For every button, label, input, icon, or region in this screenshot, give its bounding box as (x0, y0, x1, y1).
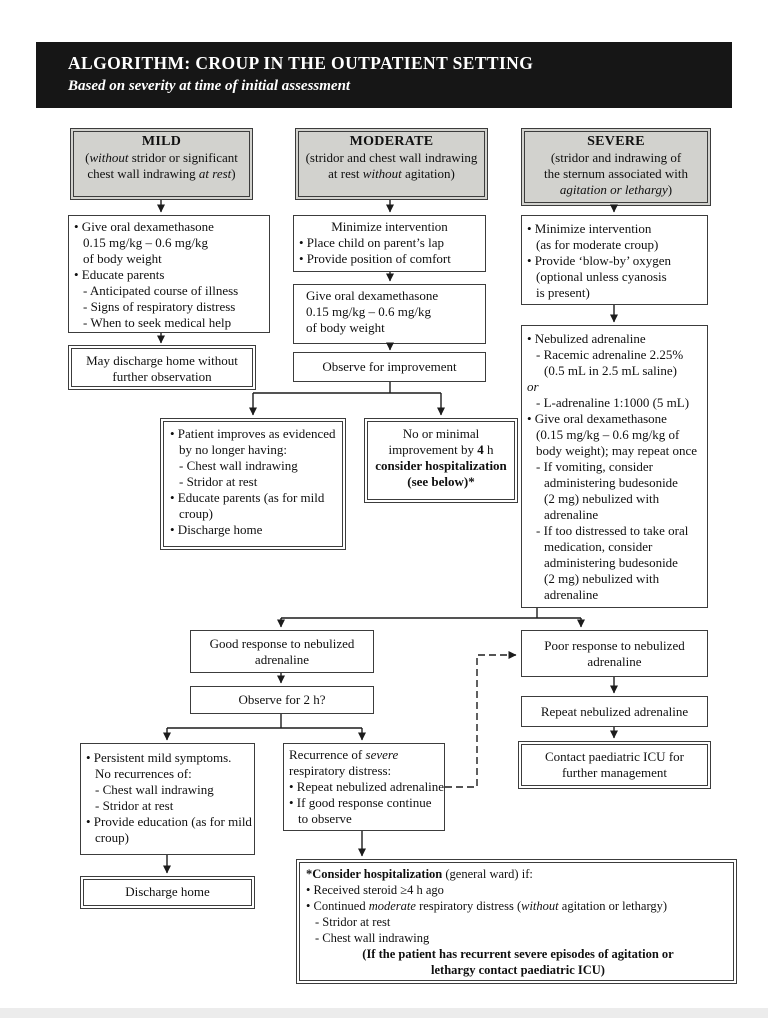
scan-artifact-strip (0, 1008, 768, 1018)
moderate-header-title: MODERATE (349, 134, 434, 149)
mild-header-title: MILD (141, 134, 182, 149)
box-moderate-header: MODERATE (stridor and chest wall indrawi… (295, 128, 488, 200)
box-persistent-mild-symptoms: • Persistent mild symptoms.No recurrence… (80, 743, 255, 855)
box-discharge-home: Discharge home (80, 876, 255, 909)
box-hospitalization-criteria-note: *Consider hospitalization (general ward)… (296, 859, 737, 984)
page-title: ALGORITHM: CROUP IN THE OUTPATIENT SETTI… (68, 53, 534, 73)
box-observe-2h: Observe for 2 h? (190, 686, 374, 714)
title-banner: ALGORITHM: CROUP IN THE OUTPATIENT SETTI… (36, 42, 732, 108)
branch-moderate-outcomes (253, 382, 441, 394)
box-severe-minimize: • Minimize intervention(as for moderate … (521, 215, 708, 305)
page-subtitle: Based on severity at time of initial ass… (68, 78, 351, 94)
branch-after-observation (167, 714, 362, 729)
severe-header-title: SEVERE (587, 134, 645, 149)
box-repeat-adrenaline: Repeat nebulized adrenaline (521, 696, 708, 727)
dashed-arrow-recurrence-to-poor-response (445, 651, 517, 788)
box-severe-adrenaline: • Nebulized adrenaline- Racemic adrenali… (521, 325, 708, 608)
box-moderate-minimize: Minimize intervention• Place child on pa… (293, 215, 486, 272)
branch-adrenaline-response (281, 608, 581, 619)
box-observe-for-improvement: Observe for improvement (293, 352, 486, 382)
